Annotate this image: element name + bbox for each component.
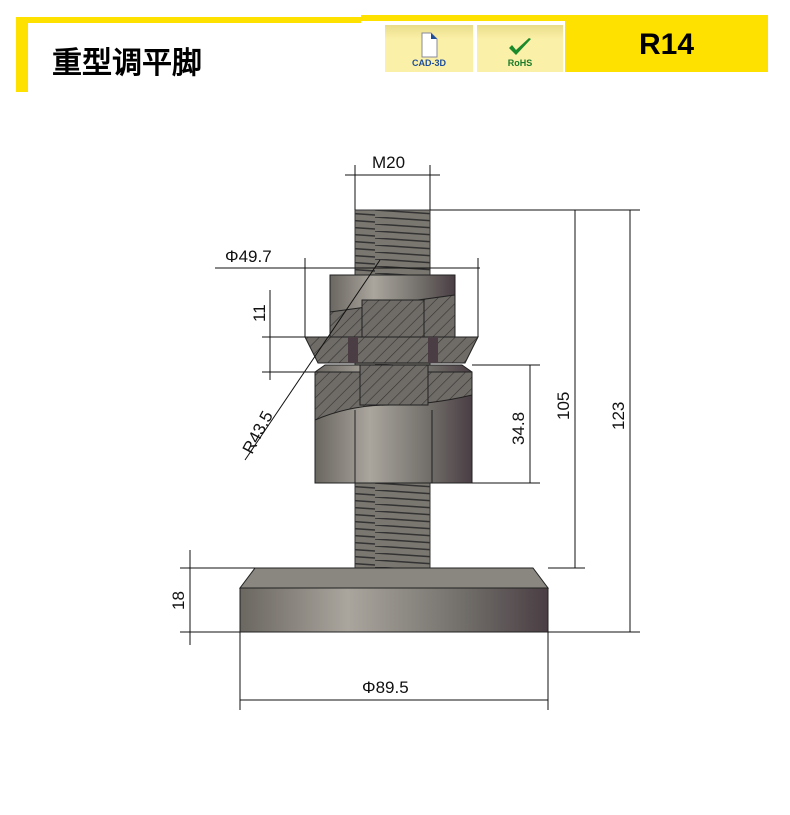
rod-height-label: 105 [554, 392, 573, 420]
product-code: R14 [565, 17, 768, 72]
page-title: 重型调平脚 [52, 47, 202, 80]
thread-size-label: M20 [372, 153, 405, 172]
header-top-bar [361, 15, 768, 21]
washer-thickness-label: 11 [250, 304, 269, 322]
badge-label: RoHS [507, 58, 533, 68]
base-height-label: 18 [169, 591, 188, 610]
document-icon [421, 32, 438, 58]
header-top-bar [16, 17, 361, 23]
checkmark-icon [509, 38, 531, 55]
header-left-bar [16, 17, 28, 92]
dimension-lines [180, 165, 640, 710]
nut-diameter-label: Φ49.7 [225, 247, 272, 266]
base-pad [239, 567, 549, 633]
badge-label: CAD-3D [411, 58, 446, 68]
cad-3d-badge[interactable]: CAD-3D [385, 25, 473, 72]
radius-label: R43.5 [239, 408, 277, 457]
upper-nut [329, 274, 456, 338]
total-height-label: 123 [609, 402, 628, 430]
washer [304, 336, 479, 364]
base-diameter-label: Φ89.5 [362, 678, 409, 697]
rohs-badge[interactable]: RoHS [477, 25, 563, 72]
nut-height-label: 34.8 [509, 412, 528, 445]
lower-nut [314, 364, 473, 484]
